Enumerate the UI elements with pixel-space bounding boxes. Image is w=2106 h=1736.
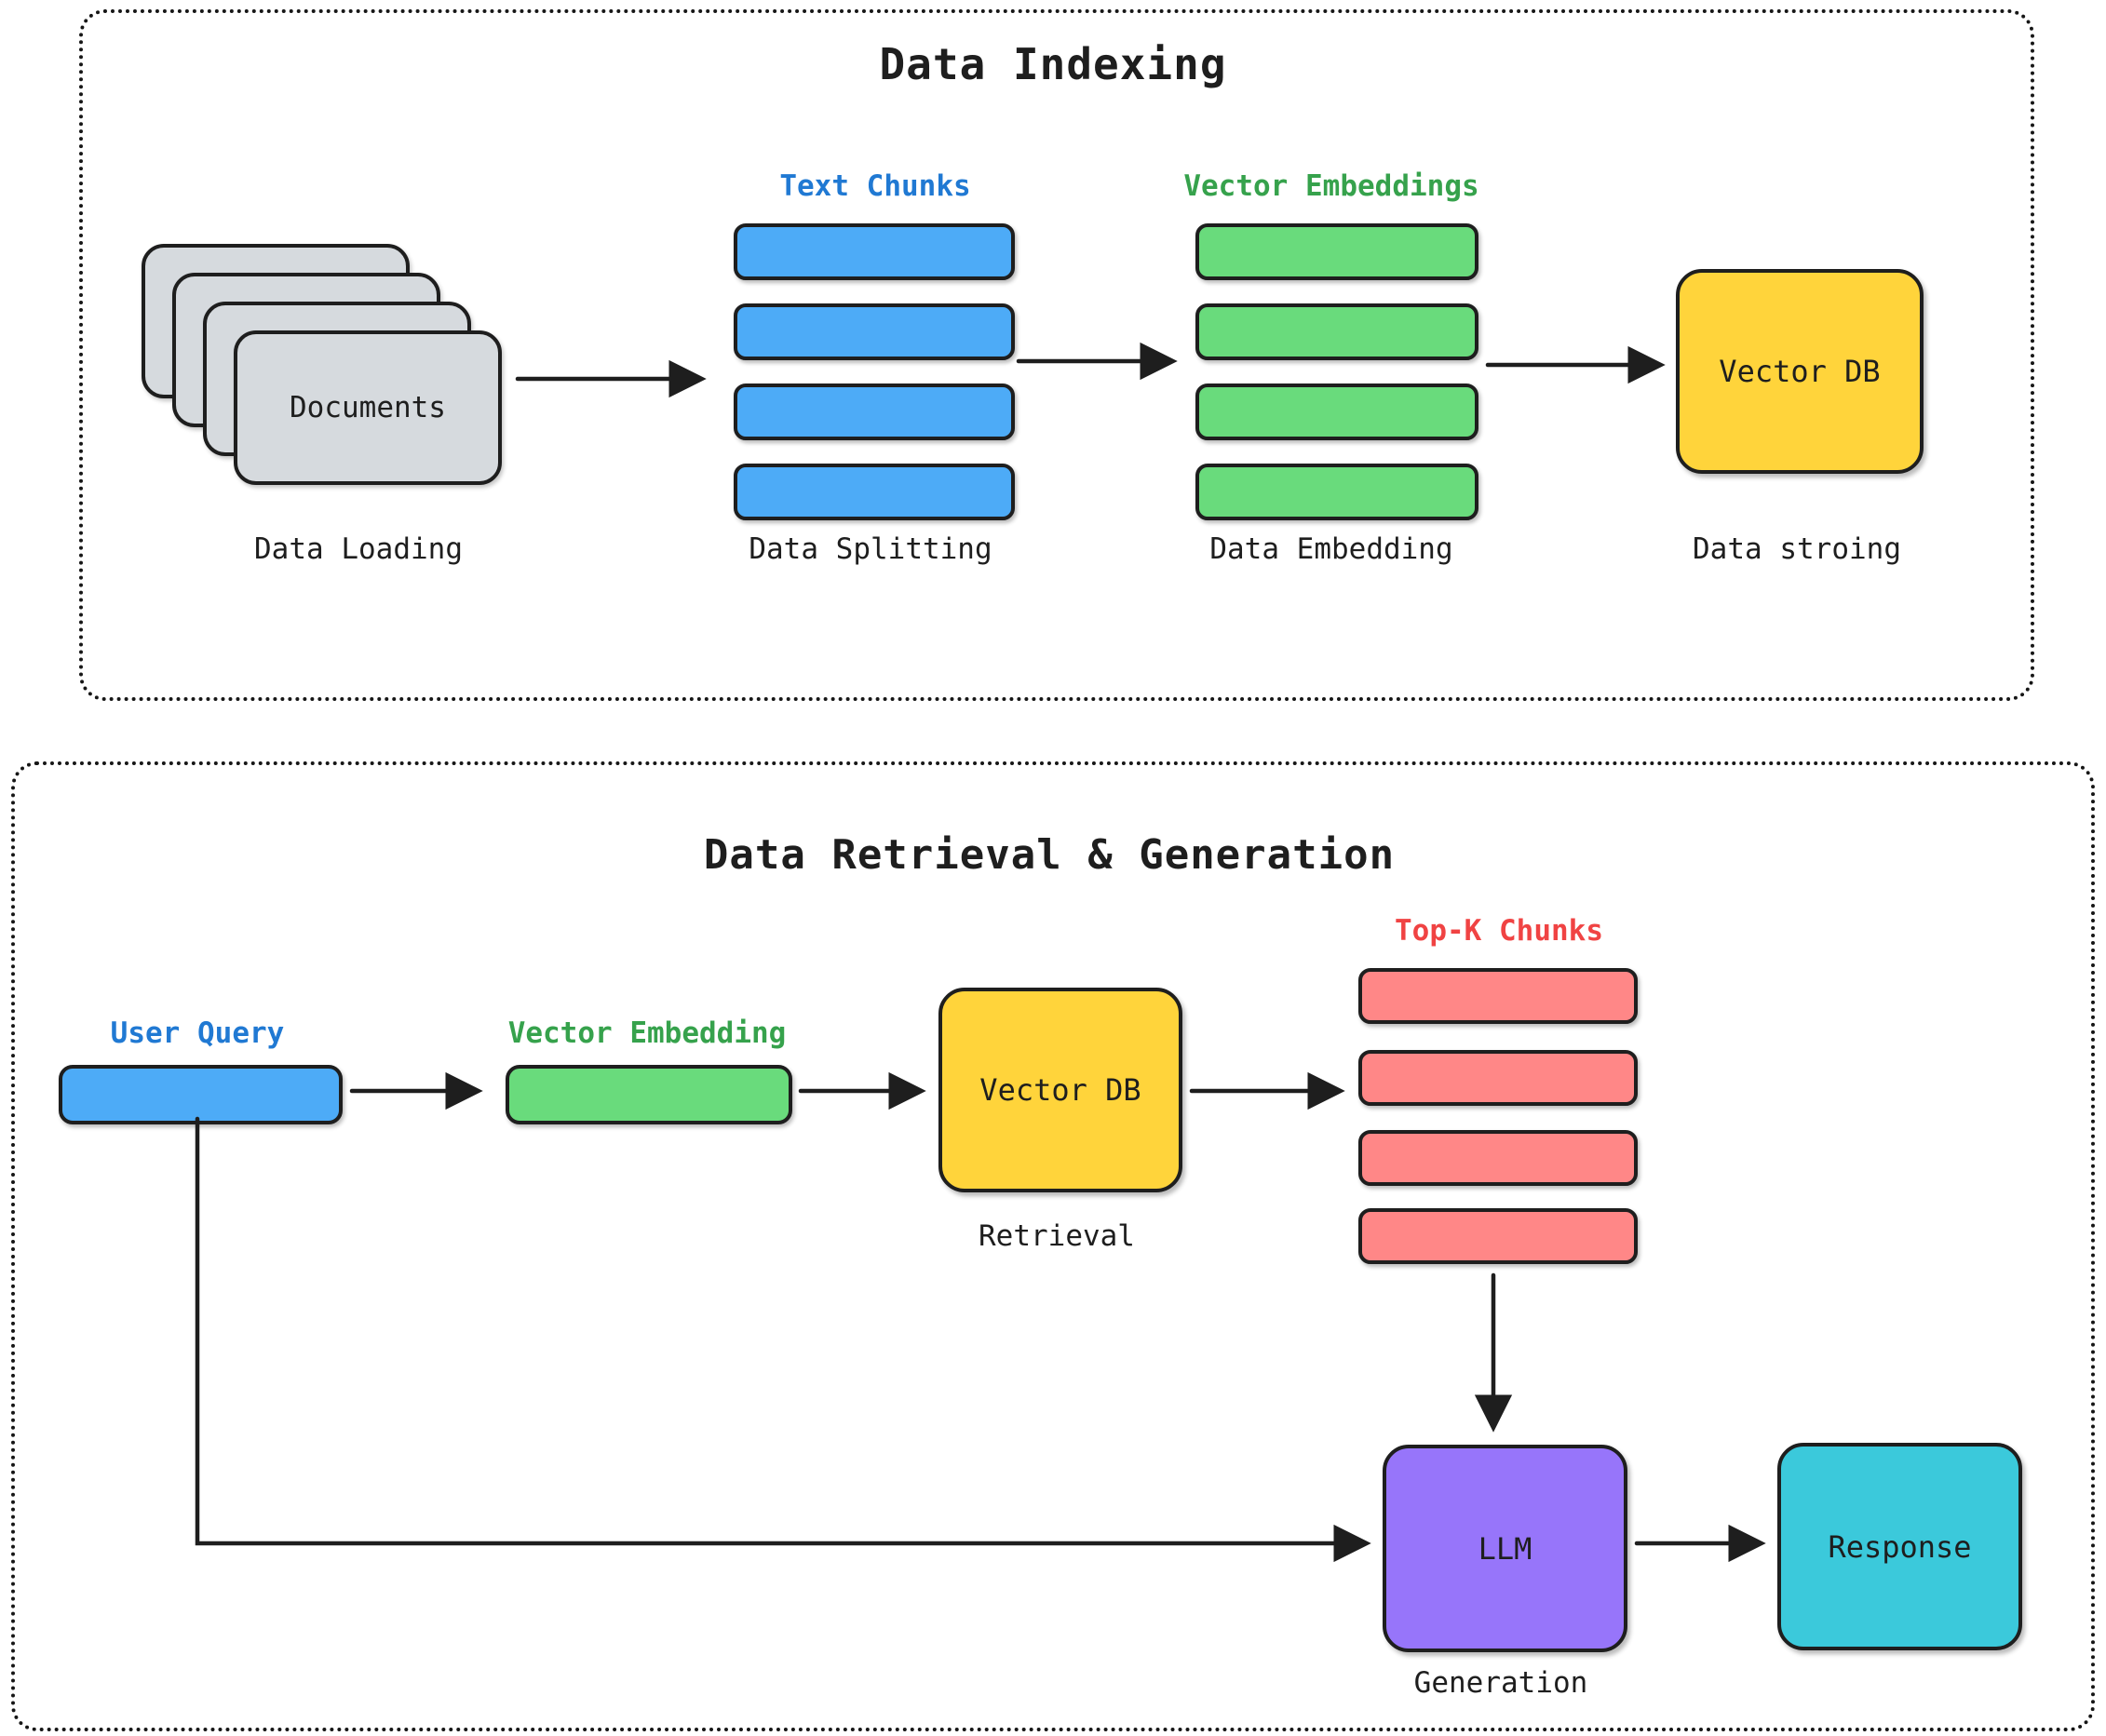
data-embedding-caption: Data Embedding — [1209, 532, 1453, 566]
retrieval-title: Data Retrieval & Generation — [703, 831, 1396, 879]
top-k-chunk-bar — [1358, 1050, 1638, 1106]
vector-embedding-bar — [1195, 223, 1478, 280]
data-indexing-panel — [79, 9, 2034, 701]
data-splitting-caption: Data Splitting — [749, 532, 992, 566]
top-k-chunk-bar — [1358, 1208, 1638, 1264]
vector-db-box-retrieval: Vector DB — [938, 988, 1182, 1192]
vector-embedding-bar — [1195, 464, 1478, 520]
response-label: Response — [1828, 1528, 1972, 1565]
vector-db-label: Vector DB — [1719, 354, 1881, 389]
vector-db-label: Vector DB — [979, 1072, 1141, 1108]
response-box: Response — [1777, 1443, 2022, 1650]
vector-embedding-bar — [1195, 384, 1478, 440]
text-chunks-label: Text Chunks — [779, 169, 971, 203]
user-query-label: User Query — [110, 1016, 285, 1050]
documents-front-card: Documents — [234, 330, 502, 485]
documents-label: Documents — [290, 391, 446, 424]
generation-caption: Generation — [1413, 1666, 1588, 1700]
user-query-bar — [59, 1065, 343, 1124]
top-k-chunks-label: Top-K Chunks — [1395, 914, 1603, 948]
vector-embeddings-label: Vector Embeddings — [1183, 169, 1479, 203]
vector-db-box-indexing: Vector DB — [1676, 269, 1924, 474]
data-storing-caption: Data stroing — [1693, 532, 1901, 566]
data-retrieval-generation-panel — [11, 761, 2095, 1731]
text-chunk-bar — [734, 384, 1015, 440]
top-k-chunk-bar — [1358, 968, 1638, 1024]
llm-label: LLM — [1478, 1530, 1532, 1567]
top-k-chunk-bar — [1358, 1130, 1638, 1186]
text-chunk-bar — [734, 303, 1015, 360]
query-embedding-bar — [506, 1065, 792, 1124]
text-chunk-bar — [734, 223, 1015, 280]
indexing-title: Data Indexing — [879, 39, 1227, 89]
vector-embedding-label: Vector Embedding — [507, 1016, 787, 1050]
text-chunk-bar — [734, 464, 1015, 520]
data-loading-caption: Data Loading — [254, 532, 463, 566]
retrieval-caption: Retrieval — [979, 1219, 1135, 1253]
vector-embedding-bar — [1195, 303, 1478, 360]
llm-box: LLM — [1383, 1445, 1627, 1652]
